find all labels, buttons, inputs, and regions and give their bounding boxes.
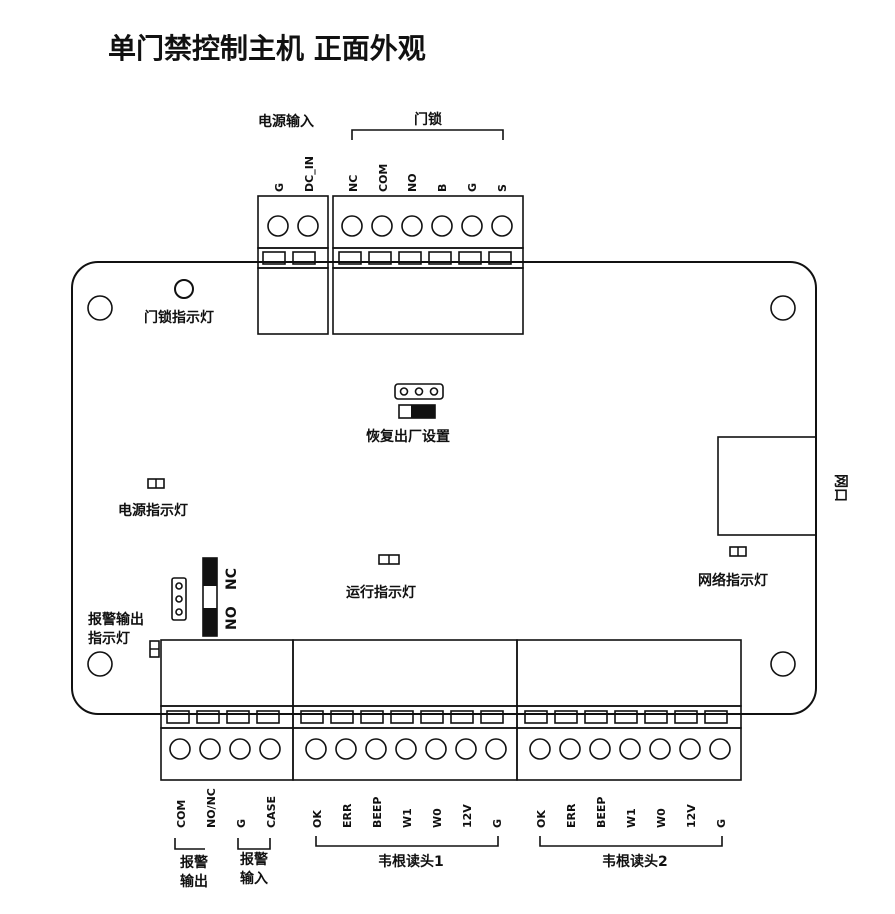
pin-label: NC — [347, 175, 360, 192]
alarm-jumper — [171, 557, 218, 637]
power-terminal-block — [257, 195, 329, 335]
power-indicator-led — [147, 478, 165, 489]
wiegand2-pin-labels: OK ERR BEEP W1 W0 12V G — [535, 797, 728, 828]
pin-label: NO — [406, 173, 419, 192]
pin-label: COM — [175, 800, 188, 828]
wiegand1-pin-labels: OK ERR BEEP W1 W0 12V G — [311, 797, 504, 828]
pin-label: W1 — [625, 808, 638, 828]
lock-terminal-block — [332, 195, 524, 335]
wiegand2-terminal-block — [516, 639, 742, 781]
alarm-input-bracket — [237, 838, 271, 850]
pin-label: 12V — [685, 804, 698, 828]
power-input-label: 电源输入 — [258, 113, 314, 130]
jumper-nc-label: NC — [224, 568, 240, 590]
wiegand1-terminal-block — [292, 639, 518, 781]
pin-label: COM — [377, 164, 390, 192]
alarm-terminal-block — [160, 639, 294, 781]
alarm-input-label: 报警 — [240, 851, 268, 868]
wiegand1-bracket — [315, 836, 499, 847]
run-indicator-led — [378, 554, 400, 565]
pin-label: BEEP — [371, 797, 384, 828]
pin-label: W0 — [655, 808, 668, 828]
alarm-output-bracket — [174, 838, 205, 850]
mounting-hole-bottom-left — [87, 651, 113, 677]
alarm-out-indicator-label-2: 指示灯 — [88, 630, 130, 647]
pin-label: OK — [535, 810, 548, 828]
lock-indicator-label: 门锁指示灯 — [144, 309, 214, 326]
mounting-hole-top-right — [770, 295, 796, 321]
pin-label: G — [715, 819, 728, 828]
pin-label: B — [436, 184, 449, 192]
alarm-out-indicator-label: 报警输出 — [88, 611, 144, 628]
pin-label: DC_IN — [303, 156, 316, 192]
power-indicator-label: 电源指示灯 — [118, 502, 188, 519]
pin-label: 12V — [461, 804, 474, 828]
pin-label: S — [496, 184, 509, 192]
pin-label: G — [491, 819, 504, 828]
power-pin-labels: G DC_IN — [273, 156, 316, 192]
network-port — [717, 436, 817, 536]
jumper-no-label: NO — [224, 606, 240, 630]
pin-label: OK — [311, 810, 324, 828]
mounting-hole-bottom-right — [770, 651, 796, 677]
pin-label: CASE — [265, 796, 278, 828]
network-indicator-led — [729, 546, 747, 557]
wiegand1-label: 韦根读头1 — [378, 853, 444, 870]
network-indicator-label: 网络指示灯 — [698, 572, 768, 589]
page-title: 单门禁控制主机 正面外观 — [108, 32, 426, 65]
door-lock-label: 门锁 — [414, 111, 442, 128]
pin-label: G — [235, 819, 248, 828]
pin-label: W1 — [401, 808, 414, 828]
network-port-label: 网口 — [832, 474, 848, 502]
factory-reset-label: 恢复出厂设置 — [366, 428, 450, 445]
pin-label: BEEP — [595, 797, 608, 828]
pin-label: ERR — [341, 803, 354, 828]
alarm-output-label: 报警 — [180, 854, 208, 871]
pin-label: ERR — [565, 803, 578, 828]
alarm-out-indicator-led — [149, 640, 160, 658]
pin-label: W0 — [431, 808, 444, 828]
lock-pin-labels: NC COM NO B G S — [347, 164, 509, 192]
board-outline — [71, 261, 817, 715]
pin-label: G — [273, 183, 286, 192]
pin-label: NO/NC — [205, 788, 218, 828]
wiegand2-bracket — [539, 836, 723, 847]
run-indicator-label: 运行指示灯 — [346, 584, 416, 601]
alarm-output-label-2: 输出 — [180, 873, 208, 890]
alarm-input-label-2: 输入 — [240, 870, 268, 887]
wiegand2-label: 韦根读头2 — [602, 853, 668, 870]
mounting-hole-top-left — [87, 295, 113, 321]
door-lock-bracket — [351, 129, 504, 140]
factory-reset-jumper — [394, 383, 444, 419]
alarm-pin-labels: COM NO/NC G CASE — [175, 788, 278, 828]
lock-indicator-led — [174, 279, 194, 299]
pin-label: G — [466, 183, 479, 192]
